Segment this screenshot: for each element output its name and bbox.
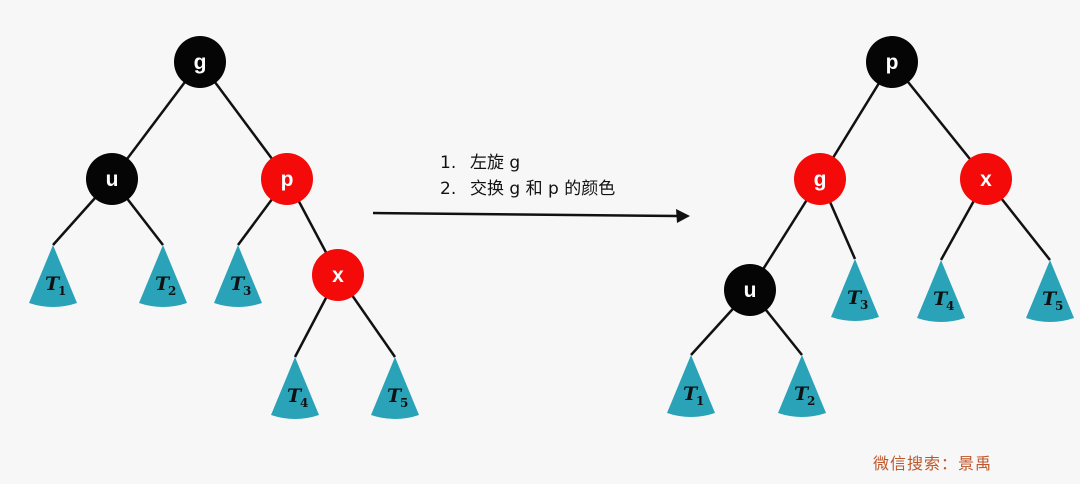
subtree-label: T bbox=[155, 273, 171, 295]
subtree-subscript: 1 bbox=[58, 284, 66, 298]
transform-arrow bbox=[372, 209, 690, 223]
subtree-label: T bbox=[287, 385, 303, 407]
subtree-T2: T2 bbox=[778, 355, 826, 417]
subtree-label: T bbox=[45, 273, 61, 295]
step-1: 1. 左旋 g bbox=[440, 150, 615, 176]
subtree-subscript: 5 bbox=[400, 396, 408, 410]
step-2-text: 交换 g 和 p 的颜色 bbox=[470, 179, 616, 199]
tree-node-p: p bbox=[261, 153, 313, 205]
node-label: u bbox=[744, 279, 757, 302]
watermark-text: 微信搜索：景禹 bbox=[873, 454, 993, 473]
arrow-shaft bbox=[372, 211, 679, 218]
subtree-triangle-shape bbox=[778, 355, 826, 417]
rotation-steps: 1. 左旋 g 2. 交换 g 和 p 的颜色 bbox=[440, 150, 615, 202]
subtree-label: T bbox=[230, 273, 246, 295]
subtree-subscript: 2 bbox=[807, 394, 815, 408]
tree-node-g: g bbox=[794, 153, 846, 205]
subtree-subscript: 3 bbox=[860, 298, 868, 312]
step-1-text: 左旋 g bbox=[470, 153, 521, 173]
subtree-label: T bbox=[847, 287, 863, 309]
tree-node-x: x bbox=[312, 249, 364, 301]
node-label: p bbox=[281, 168, 294, 191]
subtree-triangle-shape bbox=[917, 260, 965, 322]
subtree-subscript: 2 bbox=[168, 284, 176, 298]
node-label: x bbox=[332, 264, 344, 287]
node-label: p bbox=[886, 51, 899, 74]
subtree-T4: T4 bbox=[271, 357, 319, 419]
subtree-label: T bbox=[933, 288, 949, 310]
node-label: x bbox=[980, 168, 992, 191]
arrow-head bbox=[676, 209, 690, 223]
subtree-T4: T4 bbox=[917, 260, 965, 322]
subtree-label: T bbox=[1042, 288, 1058, 310]
step-2: 2. 交换 g 和 p 的颜色 bbox=[440, 176, 615, 202]
subtree-T3: T3 bbox=[831, 259, 879, 321]
tree-node-u: u bbox=[86, 153, 138, 205]
subtree-T5: T5 bbox=[371, 357, 419, 419]
node-circle bbox=[794, 153, 846, 205]
node-circle bbox=[724, 264, 776, 316]
tree-node-g: g bbox=[174, 36, 226, 88]
subtree-triangle-shape bbox=[29, 245, 77, 307]
step-1-number: 1. bbox=[440, 153, 457, 173]
subtree-triangle-shape bbox=[667, 355, 715, 417]
subtree-T1: T1 bbox=[29, 245, 77, 307]
subtree-T2: T2 bbox=[139, 245, 187, 307]
subtree-subscript: 4 bbox=[946, 299, 954, 313]
subtree-label: T bbox=[794, 383, 810, 405]
tree-node-u: u bbox=[724, 264, 776, 316]
subtree-subscript: 4 bbox=[300, 396, 308, 410]
subtree-triangle-shape bbox=[371, 357, 419, 419]
subtree-subscript: 3 bbox=[243, 284, 251, 298]
subtree-subscript: 5 bbox=[1055, 299, 1063, 313]
node-label: g bbox=[814, 168, 827, 191]
subtree-triangle-shape bbox=[831, 259, 879, 321]
node-circle bbox=[312, 249, 364, 301]
subtree-T3: T3 bbox=[214, 245, 262, 307]
node-circle bbox=[960, 153, 1012, 205]
tree-node-x: x bbox=[960, 153, 1012, 205]
node-label: g bbox=[194, 51, 207, 74]
subtree-triangle-shape bbox=[1026, 260, 1074, 322]
node-circle bbox=[866, 36, 918, 88]
subtree-triangle-shape bbox=[214, 245, 262, 307]
subtree-subscript: 1 bbox=[696, 394, 704, 408]
subtree-T1: T1 bbox=[667, 355, 715, 417]
node-label: u bbox=[106, 168, 119, 191]
subtree-triangle-shape bbox=[271, 357, 319, 419]
node-circle bbox=[86, 153, 138, 205]
node-circle bbox=[261, 153, 313, 205]
subtree-triangle-shape bbox=[139, 245, 187, 307]
tree-node-p: p bbox=[866, 36, 918, 88]
node-circle bbox=[174, 36, 226, 88]
step-2-number: 2. bbox=[440, 179, 457, 199]
subtree-T5: T5 bbox=[1026, 260, 1074, 322]
subtree-label: T bbox=[683, 383, 699, 405]
subtree-label: T bbox=[387, 385, 403, 407]
